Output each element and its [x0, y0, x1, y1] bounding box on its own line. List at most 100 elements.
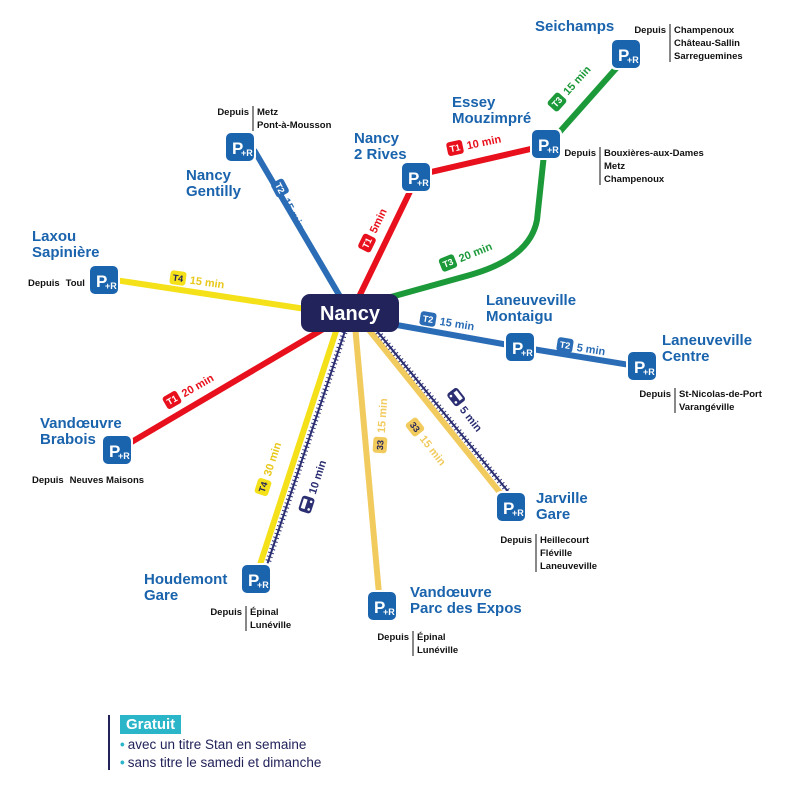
station-name: 2 Rives	[354, 146, 407, 163]
depuis-label: Depuis	[217, 107, 249, 118]
origin-city: Bouxières-aux-Dames	[604, 148, 704, 159]
svg-text:+R: +R	[547, 145, 559, 155]
travel-time: 5min	[368, 207, 390, 236]
svg-text:T4: T4	[172, 273, 184, 284]
svg-text:+R: +R	[105, 281, 117, 291]
line-t2-montaigu	[379, 319, 521, 350]
origin-city: Metz	[257, 107, 278, 118]
line-badge: T2	[556, 337, 574, 353]
svg-text:P: P	[618, 46, 629, 65]
travel-time: 15 min	[189, 275, 225, 292]
travel-time: 15 min	[376, 398, 390, 434]
line-badge: T1	[162, 391, 182, 409]
travel-time: 5 min	[576, 342, 607, 358]
legend-item-weekend: •sans titre le samedi et dimanche	[120, 755, 322, 770]
station-name: Laneuveville	[486, 292, 576, 309]
station-name: Laxou	[32, 228, 76, 245]
svg-text:+R: +R	[241, 148, 253, 158]
origin-city: Épinal	[417, 632, 446, 643]
svg-text:+R: +R	[417, 178, 429, 188]
depuis-label: Depuis	[564, 148, 596, 159]
station-name: Houdemont	[144, 571, 227, 588]
svg-text:33: 33	[375, 440, 386, 451]
park-and-ride-icon: P+R	[400, 161, 432, 193]
svg-text:P: P	[512, 339, 523, 358]
station-name: Jarville	[536, 490, 588, 507]
station-name: Gare	[536, 506, 570, 523]
travel-time: 15 min	[279, 196, 306, 233]
center-nancy[interactable]: Nancy	[301, 294, 399, 332]
svg-text:P: P	[503, 499, 514, 518]
origin-city: Lunéville	[250, 620, 291, 631]
depuis-label: Depuis	[634, 25, 666, 36]
svg-text:P: P	[538, 136, 549, 155]
origin-city: Metz	[604, 161, 625, 172]
svg-text:+R: +R	[257, 580, 269, 590]
station-name: Parc des Expos	[410, 600, 522, 617]
station-name: Nancy	[354, 130, 400, 147]
line-t2-gentilly	[251, 148, 348, 307]
line-badge: T2	[271, 178, 289, 198]
line-badge: T4	[169, 270, 187, 286]
station-name: Gentilly	[186, 183, 242, 200]
depuis-label: Depuis	[377, 632, 409, 643]
depuis-label: Depuis	[32, 475, 64, 486]
svg-text:+R: +R	[627, 55, 639, 65]
line-t3-essey	[379, 144, 548, 303]
origin-city: Varangéville	[679, 402, 734, 413]
travel-time: 10 min	[307, 459, 329, 496]
travel-time: 30 min	[262, 441, 284, 478]
origin-city: Toul	[66, 278, 85, 289]
svg-text:T2: T2	[422, 313, 434, 325]
rail-jarville-ties	[369, 323, 518, 502]
svg-text:+R: +R	[643, 367, 655, 377]
bullet-icon: •	[120, 737, 125, 752]
park-and-ride-icon: P+R	[495, 491, 527, 523]
line-badge: T2	[419, 311, 437, 327]
svg-text:T2: T2	[559, 339, 571, 351]
train-icon	[447, 387, 466, 407]
legend-item-weekday: •avec un titre Stan en semaine	[120, 737, 307, 752]
station-name: Essey	[452, 94, 496, 111]
svg-text:33: 33	[408, 420, 422, 434]
travel-time: 20 min	[457, 241, 494, 265]
park-and-ride-icon: P+R	[101, 434, 133, 466]
origin-city: Laneuveville	[540, 561, 597, 572]
svg-text:+R: +R	[521, 348, 533, 358]
line-badge: T4	[254, 478, 272, 496]
station-name: Montaigu	[486, 308, 553, 325]
line-badge: 33	[405, 417, 425, 437]
center-label: Nancy	[320, 303, 381, 325]
depuis-label: Depuis	[639, 389, 671, 400]
origin-city: Épinal	[250, 607, 279, 618]
travel-time: 15 min	[417, 433, 448, 468]
legend-title: Gratuit	[120, 715, 182, 734]
line-badge: 33	[372, 436, 388, 454]
station-name: Centre	[662, 348, 710, 365]
bullet-icon: •	[120, 755, 125, 770]
origin-city: Heillecourt	[540, 535, 590, 546]
travel-time: 10 min	[466, 133, 503, 152]
park-and-ride-icon: P+R	[530, 128, 562, 160]
svg-text:T1: T1	[165, 393, 179, 407]
park-and-ride-icon: P+R	[626, 350, 658, 382]
legend: Gratuit •avec un titre Stan en semaine •…	[108, 715, 321, 770]
svg-text:T1: T1	[360, 236, 374, 250]
station-name: Laneuveville	[662, 332, 752, 349]
rail-houdemont-ties	[259, 324, 350, 581]
